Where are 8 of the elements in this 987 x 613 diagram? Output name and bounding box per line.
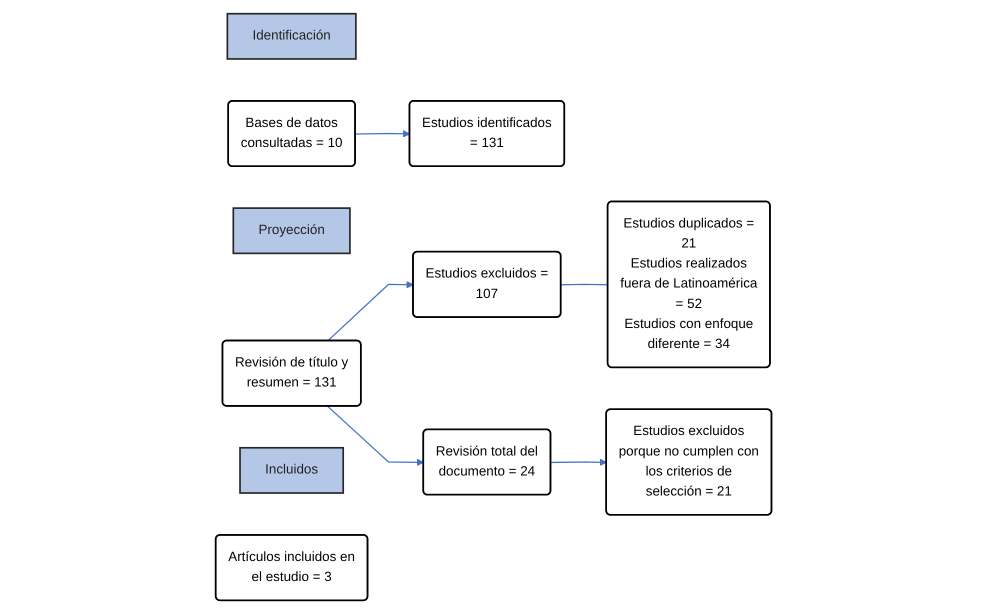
arrow: [355, 130, 410, 137]
node-box: Proyección: [232, 206, 351, 254]
arrow: [327, 280, 414, 341]
node-box: Identificación: [226, 12, 357, 60]
node-box: Incluidos: [239, 446, 344, 494]
connector: [561, 283, 608, 285]
arrow: [327, 405, 424, 466]
arrow: [550, 458, 607, 466]
